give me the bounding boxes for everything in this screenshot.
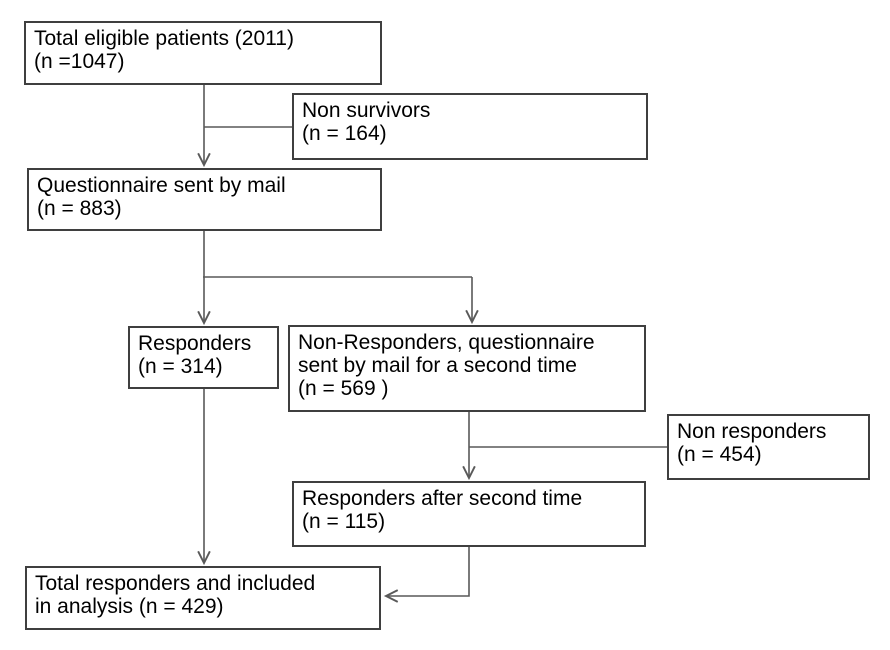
box-non-survivors-line1: Non survivors bbox=[302, 99, 431, 122]
box-total-responders-line2: in analysis (n = 429) bbox=[35, 595, 224, 618]
box-responders-first: Responders (n = 314) bbox=[128, 326, 279, 389]
box-questionnaire-mail-line2: (n = 883) bbox=[37, 197, 122, 220]
box-non-survivors-line2: (n = 164) bbox=[302, 122, 387, 145]
box-total-responders: Total responders and included in analysi… bbox=[25, 566, 381, 630]
box-non-responders-second-mail-line3: (n = 569 ) bbox=[298, 377, 389, 400]
box-total-eligible-line1: Total eligible patients (2011) bbox=[34, 27, 294, 50]
box-non-responders-second-mail-line2: sent by mail for a second time bbox=[298, 354, 577, 377]
box-responders-second: Responders after second time (n = 115) bbox=[292, 481, 646, 547]
box-responders-first-line1: Responders bbox=[138, 332, 252, 355]
box-questionnaire-mail: Questionnaire sent by mail (n = 883) bbox=[27, 168, 382, 231]
connector-second-responders-to-total bbox=[383, 547, 470, 603]
box-total-eligible: Total eligible patients (2011) (n =1047) bbox=[24, 21, 382, 85]
box-non-responders-final-line2: (n = 454) bbox=[677, 443, 762, 466]
box-non-responders-final-line1: Non responders bbox=[677, 420, 827, 443]
box-non-survivors: Non survivors (n = 164) bbox=[292, 93, 648, 160]
box-non-responders-second-mail: Non-Responders, questionnaire sent by ma… bbox=[288, 325, 646, 412]
box-responders-first-line2: (n = 314) bbox=[138, 355, 223, 378]
box-non-responders-final: Non responders (n = 454) bbox=[667, 414, 870, 480]
box-responders-second-line1: Responders after second time bbox=[302, 487, 583, 510]
box-total-eligible-line2: (n =1047) bbox=[34, 50, 125, 73]
box-questionnaire-mail-line1: Questionnaire sent by mail bbox=[37, 174, 286, 197]
box-non-responders-second-mail-line1: Non-Responders, questionnaire bbox=[298, 331, 595, 354]
box-responders-second-line2: (n = 115) bbox=[302, 510, 386, 533]
box-total-responders-line1: Total responders and included bbox=[35, 572, 316, 595]
